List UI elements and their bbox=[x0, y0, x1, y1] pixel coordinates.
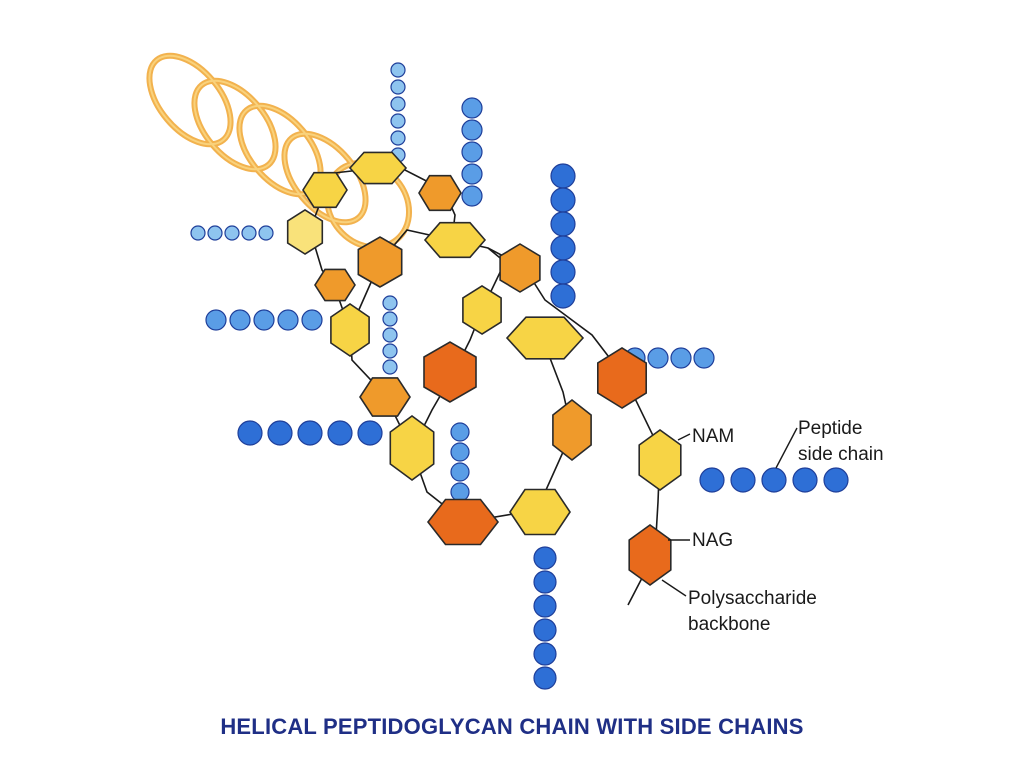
sugar-ring bbox=[357, 236, 403, 288]
peptide-bead bbox=[550, 211, 576, 237]
peptide-bead bbox=[550, 163, 576, 189]
sugar-ring bbox=[509, 488, 571, 536]
peptide-bead bbox=[461, 97, 483, 119]
peptide-bead bbox=[258, 225, 274, 241]
peptide-bead bbox=[533, 666, 557, 690]
sugar-ring bbox=[426, 498, 500, 546]
backbone-label-line1: Polysaccharide bbox=[688, 588, 817, 609]
sugar-ring bbox=[330, 303, 370, 357]
helix-loop bbox=[146, 52, 234, 148]
peptide-bead bbox=[390, 96, 406, 112]
peptide-bead bbox=[550, 283, 576, 309]
peptide-bead bbox=[550, 259, 576, 285]
helix-loop bbox=[191, 77, 279, 173]
sugar-ring bbox=[505, 316, 585, 360]
helix-loop bbox=[325, 161, 411, 249]
sugar-ring bbox=[302, 171, 348, 209]
sugar-ring bbox=[314, 268, 356, 302]
sugar-ring bbox=[499, 243, 541, 293]
peptide-bead bbox=[253, 309, 275, 331]
peptide-bead bbox=[382, 295, 398, 311]
peptide-bead bbox=[207, 225, 223, 241]
sugar-ring bbox=[423, 341, 477, 403]
sugar-ring bbox=[418, 174, 462, 212]
peptide-bead bbox=[390, 130, 406, 146]
peptide-bead bbox=[533, 618, 557, 642]
peptide-bead bbox=[792, 467, 818, 493]
peptide-bead bbox=[390, 62, 406, 78]
sugar-ring bbox=[638, 429, 682, 491]
sugar-ring bbox=[286, 209, 324, 255]
peptide-bead bbox=[761, 467, 787, 493]
backbone-label-line2: backbone bbox=[688, 614, 770, 635]
label-leaders bbox=[661, 427, 798, 597]
sugar-ring bbox=[359, 377, 411, 417]
helix-coil bbox=[146, 52, 413, 251]
peptide-bead bbox=[382, 327, 398, 343]
peptide-label-line2: side chain bbox=[798, 444, 884, 465]
peptide-bead bbox=[693, 347, 715, 369]
nag-label: NAG bbox=[692, 530, 733, 551]
peptide-bead bbox=[461, 163, 483, 185]
peptide-bead bbox=[301, 309, 323, 331]
peptide-bead bbox=[461, 185, 483, 207]
peptide-bead bbox=[461, 119, 483, 141]
peptide-side-chains bbox=[190, 62, 849, 690]
diagram-caption: HELICAL PEPTIDOGLYCAN CHAIN WITH SIDE CH… bbox=[220, 714, 804, 739]
peptide-bead bbox=[450, 462, 470, 482]
sugar-ring bbox=[348, 151, 408, 185]
sugar-ring bbox=[596, 347, 648, 409]
peptide-bead bbox=[390, 79, 406, 95]
peptide-bead bbox=[730, 467, 756, 493]
peptide-bead bbox=[357, 420, 383, 446]
peptide-bead bbox=[224, 225, 240, 241]
peptide-bead bbox=[190, 225, 206, 241]
peptide-bead bbox=[390, 113, 406, 129]
peptide-bead bbox=[550, 187, 576, 213]
sugar-rings bbox=[286, 151, 682, 586]
peptide-bead bbox=[382, 311, 398, 327]
peptide-bead bbox=[297, 420, 323, 446]
peptide-bead bbox=[461, 141, 483, 163]
peptide-label-line1: Peptide bbox=[798, 418, 862, 439]
peptide-bead bbox=[277, 309, 299, 331]
sugar-ring bbox=[628, 524, 672, 586]
peptide-bead bbox=[533, 642, 557, 666]
peptide-bead bbox=[267, 420, 293, 446]
peptide-bead bbox=[229, 309, 251, 331]
peptide-bead bbox=[533, 570, 557, 594]
peptide-bead bbox=[205, 309, 227, 331]
sugar-ring bbox=[423, 221, 487, 259]
peptide-bead bbox=[382, 359, 398, 375]
peptide-bead bbox=[699, 467, 725, 493]
peptide-bead bbox=[327, 420, 353, 446]
sugar-ring bbox=[462, 285, 502, 335]
sugar-ring bbox=[552, 398, 592, 462]
helix-loop bbox=[283, 132, 367, 224]
peptide-bead bbox=[450, 482, 470, 502]
peptide-bead bbox=[533, 594, 557, 618]
peptide-bead bbox=[823, 467, 849, 493]
peptide-bead bbox=[450, 442, 470, 462]
peptide-bead bbox=[647, 347, 669, 369]
peptide-bead bbox=[237, 420, 263, 446]
peptide-bead bbox=[533, 546, 557, 570]
peptide-bead bbox=[241, 225, 257, 241]
peptide-bead bbox=[550, 235, 576, 261]
nam-label: NAM bbox=[692, 426, 734, 447]
peptide-bead bbox=[450, 422, 470, 442]
peptide-bead bbox=[382, 343, 398, 359]
peptide-bead bbox=[670, 347, 692, 369]
sugar-ring bbox=[389, 415, 435, 481]
